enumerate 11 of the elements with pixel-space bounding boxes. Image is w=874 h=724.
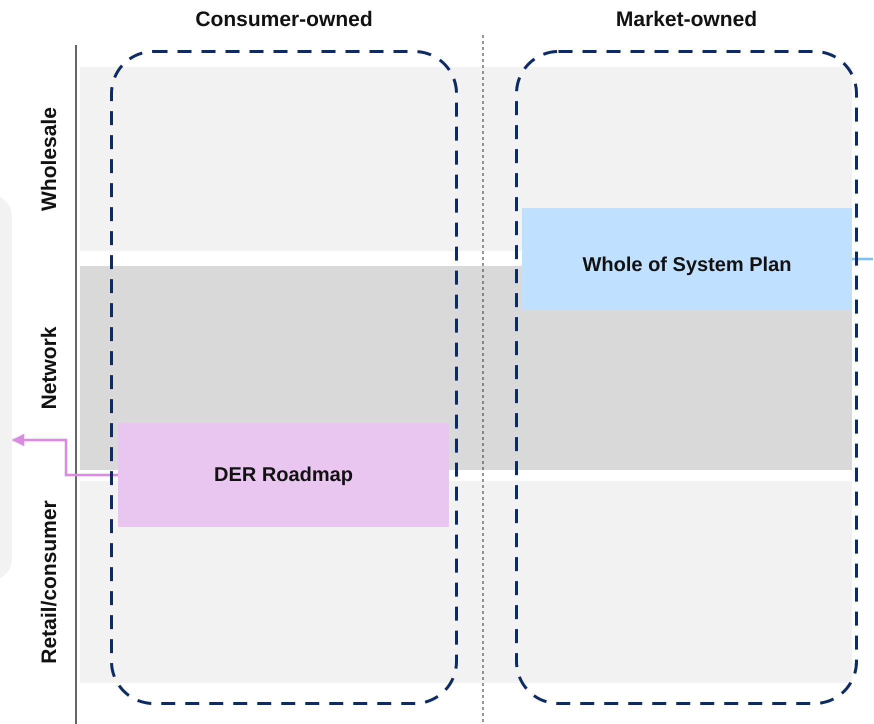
box-label: DER Roadmap: [214, 464, 353, 486]
column-heading: Market-owned: [614, 8, 758, 32]
connector-arrow: [12, 434, 118, 476]
row-label: Retail/consumer: [38, 500, 62, 664]
row-label: Wholesale: [38, 107, 62, 211]
column-heading: Consumer-owned: [194, 8, 374, 32]
box-label: Whole of System Plan: [582, 254, 792, 276]
plan-box: [118, 423, 449, 527]
plan-box: [522, 208, 852, 310]
connector-line: [852, 258, 873, 260]
row-label: Network: [38, 326, 62, 410]
